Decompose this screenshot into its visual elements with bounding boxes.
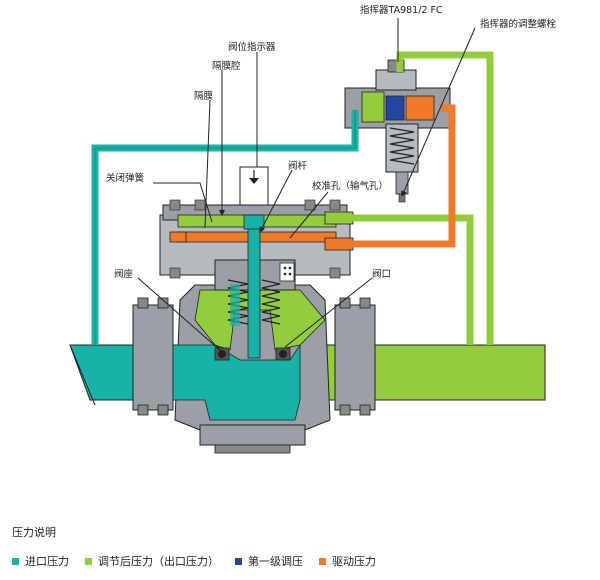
outlet-to-actuator-line: [350, 214, 474, 345]
label-seat: 阀座: [114, 268, 134, 280]
vent-plug: [279, 262, 295, 282]
label-valve-port: 阀口: [372, 268, 391, 280]
valve-diagram: 指挥器TA981/2 FC 指挥器的调整螺栓 阀位指示器 隔膜腔 隔膜 阀杆 关…: [69, 4, 557, 454]
legend-item-inlet: 进口压力: [12, 553, 69, 569]
label-stem: 阀杆: [288, 160, 308, 172]
outlet-flange: [334, 297, 376, 416]
legend-label-first-stage: 第一级调压: [248, 555, 303, 568]
label-pilot-adjust-screw: 指挥器的调整螺栓: [480, 18, 557, 30]
legend-label-outlet: 调节后压力（出口压力）: [98, 555, 219, 568]
label-diaphragm-chamber: 隔膜腔: [212, 60, 241, 72]
closing-spring: [227, 279, 281, 326]
legend-item-drive: 驱动压力: [319, 553, 376, 569]
legend-swatch-inlet: [12, 557, 19, 565]
legend: 进口压力 调节后压力（出口压力） 第一级调压 驱动压力: [12, 553, 392, 569]
inlet-flange: [132, 297, 174, 416]
label-closing-spring: 关闭弹簧: [106, 172, 145, 184]
outlet-sensing-line: [396, 51, 494, 345]
label-position-indicator: 阀位指示器: [228, 41, 276, 53]
legend-item-first-stage: 第一级调压: [235, 553, 303, 569]
legend-swatch-drive: [319, 557, 326, 565]
label-orifice: 校准孔（输气孔）: [312, 180, 388, 192]
label-pilot-model: 指挥器TA981/2 FC: [360, 4, 443, 16]
leader-lines: [137, 18, 476, 353]
legend-swatch-first-stage: [235, 557, 242, 565]
legend-label-drive: 驱动压力: [332, 555, 376, 568]
valve-stem: [243, 214, 265, 359]
legend-label-inlet: 进口压力: [25, 555, 69, 568]
label-diaphragm: 隔膜: [194, 91, 214, 102]
pilot-unit: [344, 59, 451, 203]
legend-swatch-outlet: [85, 557, 92, 565]
position-indicator: [239, 166, 269, 206]
drive-pressure-line: [350, 104, 456, 248]
actuator-ports: [169, 211, 354, 251]
legend-item-outlet: 调节后压力（出口压力）: [85, 553, 219, 569]
legend-title: 压力说明: [12, 526, 56, 539]
